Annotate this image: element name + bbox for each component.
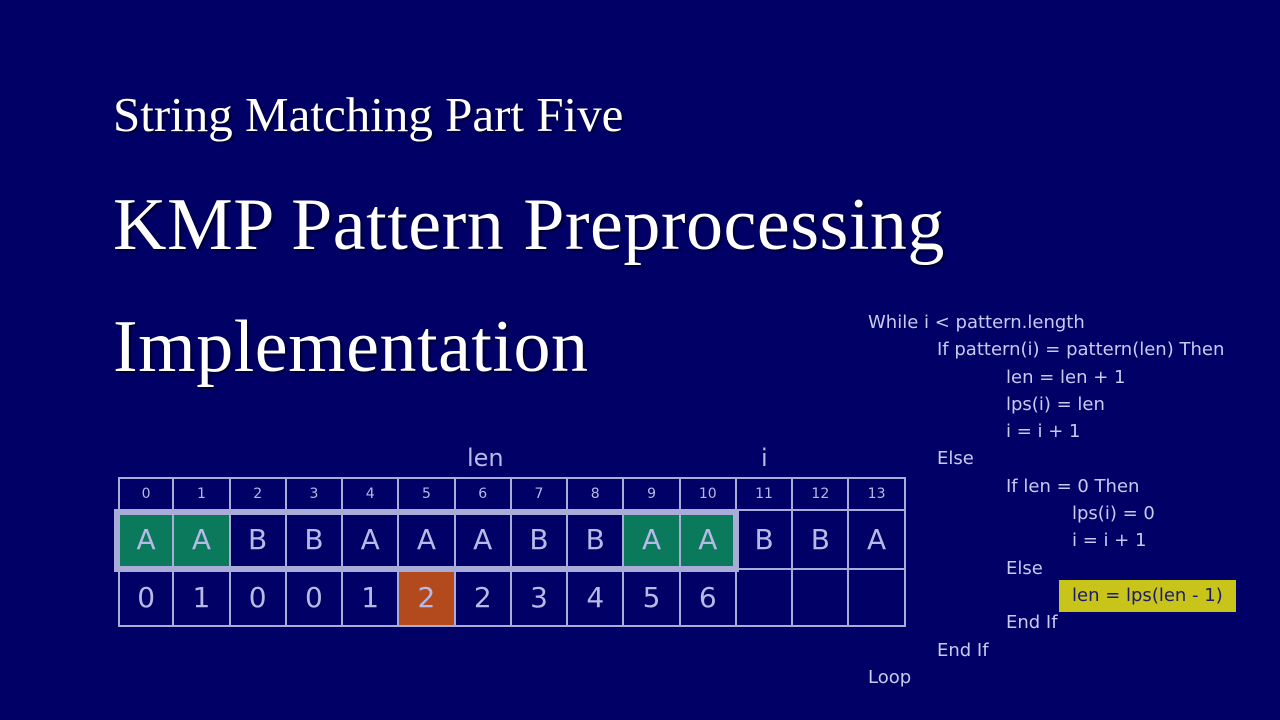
lps-cell: 0: [230, 570, 287, 627]
lps-cell: 3: [511, 570, 569, 627]
code-text: lps(i) = 0: [1072, 503, 1155, 525]
index-cell: 13: [849, 477, 906, 511]
index-cell: 0: [118, 477, 175, 511]
code-line: If len = 0 Then: [868, 473, 1236, 500]
pattern-cell: A: [118, 511, 175, 570]
code-line: i = i + 1: [868, 418, 1236, 445]
pattern-cell: B: [736, 511, 794, 570]
code-text: i = i + 1: [1006, 421, 1081, 443]
index-cell: 9: [624, 477, 681, 511]
code-line: Else: [868, 445, 1236, 472]
index-cell: 1: [174, 477, 231, 511]
len-pointer-label: len: [467, 444, 504, 472]
index-cell: 7: [511, 477, 569, 511]
lps-cell: 0: [118, 570, 175, 627]
code-line: len = lps(len - 1): [868, 579, 1236, 612]
index-cell: 6: [455, 477, 512, 511]
pattern-cell: A: [455, 511, 512, 570]
code-text: If len = 0 Then: [1006, 475, 1140, 497]
index-cell: 2: [230, 477, 287, 511]
index-cell: 12: [793, 477, 850, 511]
code-line: Else: [868, 555, 1236, 582]
code-line: i = i + 1: [868, 527, 1236, 554]
pattern-cell: B: [511, 511, 569, 570]
lps-cell: 5: [624, 570, 681, 627]
lps-cell: 1: [343, 570, 400, 627]
slide-title-line-2: Implementation: [113, 306, 589, 388]
pattern-cell: A: [399, 511, 456, 570]
index-cell: 11: [736, 477, 794, 511]
code-line: Loop: [868, 664, 1236, 691]
lps-cell: 0: [286, 570, 344, 627]
code-line: lps(i) = 0: [868, 500, 1236, 527]
code-text: End If: [937, 639, 989, 661]
lps-cell: [793, 570, 850, 627]
code-line: len = len + 1: [868, 364, 1236, 391]
pattern-cell: B: [286, 511, 344, 570]
highlighted-code-text: len = lps(len - 1): [1059, 579, 1236, 612]
code-text: If pattern(i) = pattern(len) Then: [937, 339, 1225, 361]
code-text: End If: [1006, 612, 1058, 634]
code-line: While i < pattern.length: [868, 309, 1236, 336]
code-text: lps(i) = len: [1006, 393, 1105, 415]
code-text: While i < pattern.length: [868, 312, 1085, 333]
lps-cell: [736, 570, 794, 627]
code-text: len = len + 1: [1006, 366, 1126, 388]
pattern-cell: A: [849, 511, 906, 570]
index-cell: 4: [343, 477, 400, 511]
pattern-cell: B: [568, 511, 625, 570]
slide-subtitle: String Matching Part Five: [113, 87, 624, 142]
index-cell: 5: [399, 477, 456, 511]
pattern-cell: A: [174, 511, 231, 570]
lps-cell: 6: [680, 570, 737, 627]
pattern-cell: B: [793, 511, 850, 570]
code-text: Loop: [868, 666, 912, 688]
lps-cell: 2: [399, 570, 456, 627]
lps-cell: 1: [174, 570, 231, 627]
code-line: End If: [868, 637, 1236, 664]
pattern-cell: A: [680, 511, 737, 570]
index-cell: 3: [286, 477, 344, 511]
code-line: End If: [868, 609, 1236, 636]
lps-cell: 4: [568, 570, 625, 627]
code-line: lps(i) = len: [868, 391, 1236, 418]
pattern-cell: A: [624, 511, 681, 570]
pattern-cell: A: [343, 511, 400, 570]
index-cell: 8: [568, 477, 625, 511]
pattern-cell: B: [230, 511, 287, 570]
lps-cell: [849, 570, 906, 627]
code-text: i = i + 1: [1072, 530, 1147, 552]
index-cell: 10: [680, 477, 737, 511]
i-pointer-label: i: [761, 444, 768, 472]
slide-title-line-1: KMP Pattern Preprocessing: [113, 184, 945, 266]
lps-cell: 2: [455, 570, 512, 627]
pseudocode-block: While i < pattern.length If pattern(i) = …: [868, 309, 1236, 691]
code-text: Else: [1006, 557, 1043, 579]
code-line: If pattern(i) = pattern(len) Then: [868, 336, 1236, 363]
code-text: Else: [937, 448, 974, 470]
